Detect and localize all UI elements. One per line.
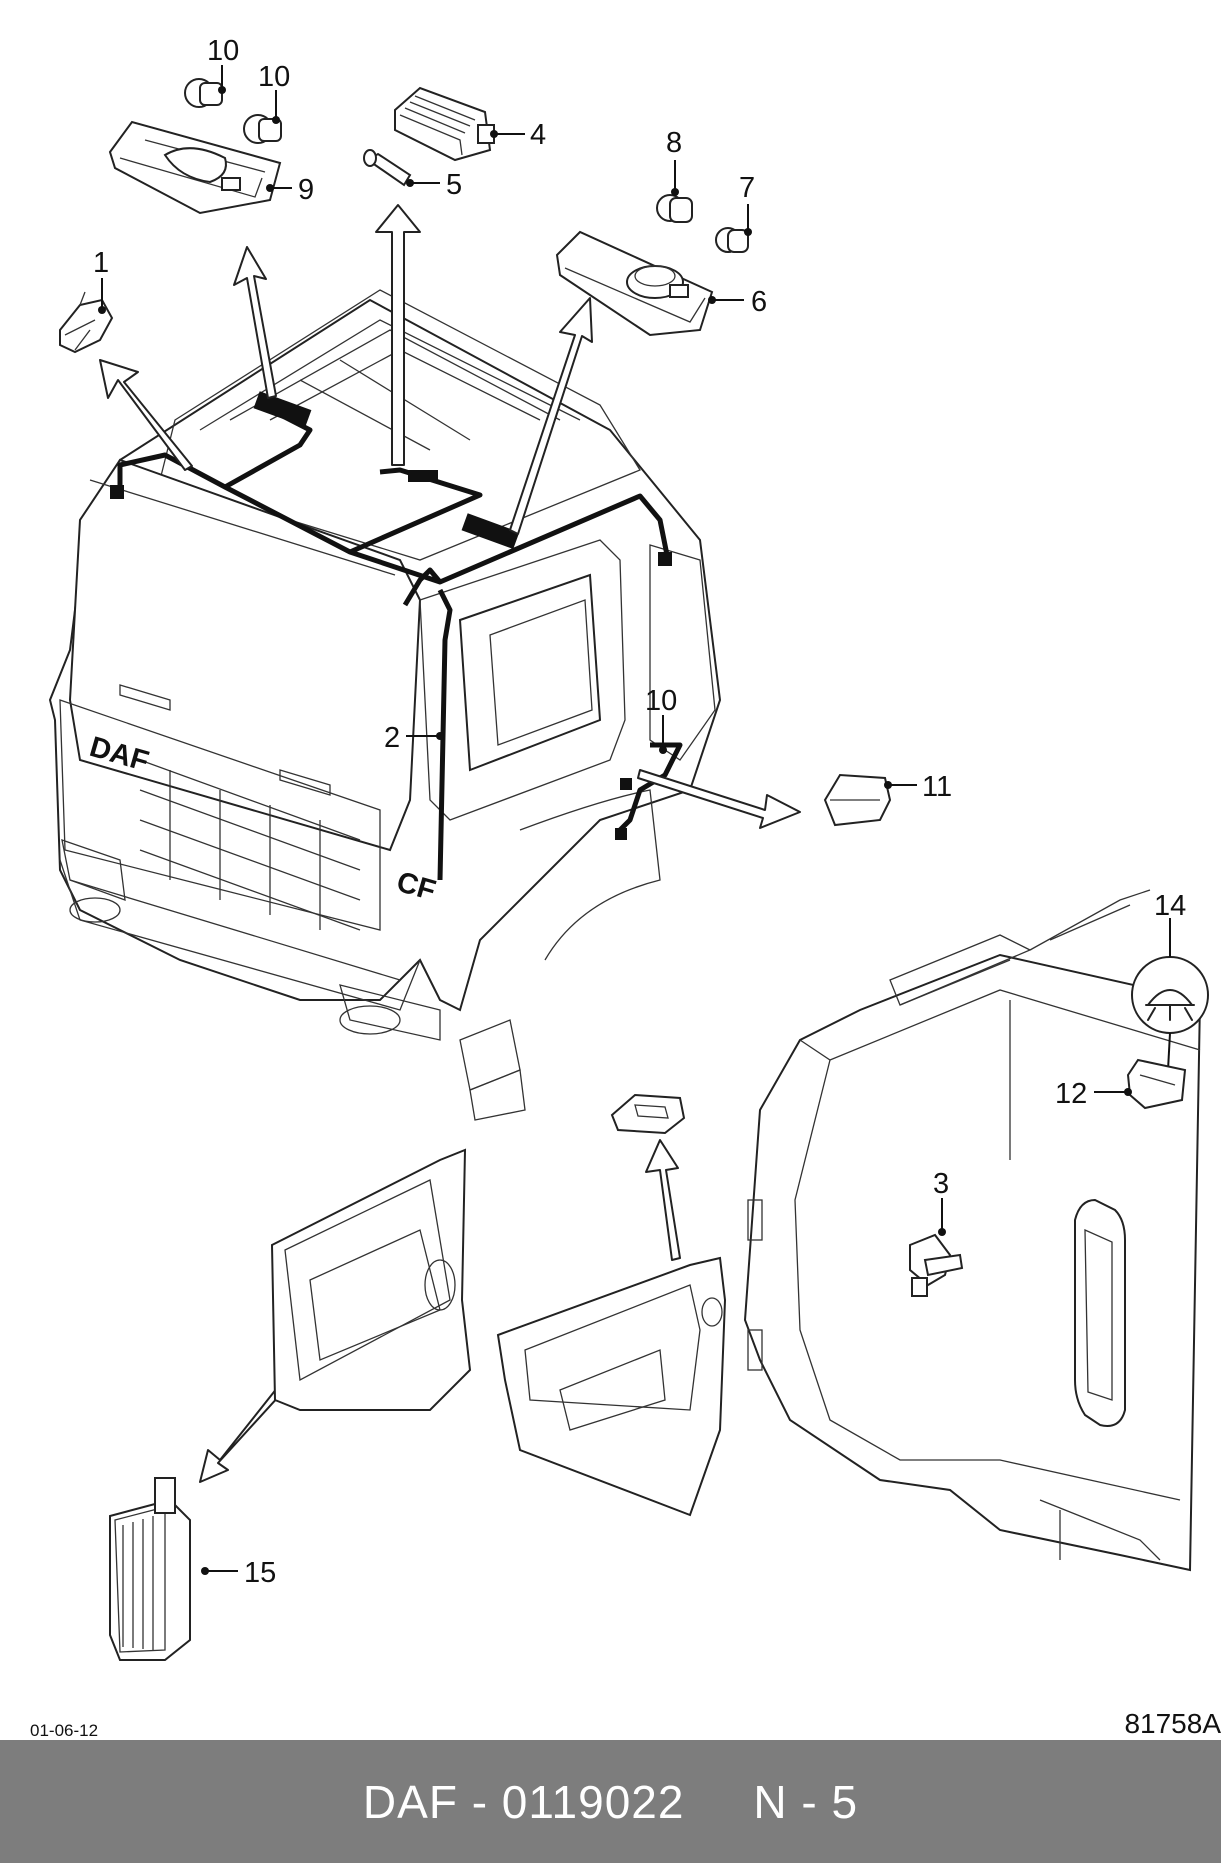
callout-10b: 10	[258, 61, 290, 93]
part-15-lamp	[109, 1477, 191, 1661]
date-code: 01-06-12	[30, 1721, 99, 1740]
callout-1: 1	[93, 247, 109, 279]
part-9-interior-lamp	[108, 120, 282, 215]
callout-9: 9	[298, 174, 314, 206]
part-10-bulb-b	[243, 114, 282, 144]
roof-connector	[408, 470, 438, 482]
part-4-lamp	[394, 86, 495, 162]
callout-5: 5	[446, 169, 462, 201]
callout-12: 11	[922, 771, 952, 803]
part-14-symbol	[1131, 918, 1209, 1071]
part-13-lamp	[1126, 1058, 1187, 1110]
door-trim-panel-left	[270, 1148, 472, 1411]
callout-10a: 10	[207, 35, 239, 67]
footer-text: DAF - 0119022 N - 5	[362, 1775, 859, 1828]
callout-15: 15	[244, 1557, 276, 1589]
callout-2: 2	[384, 722, 400, 754]
roof-connector	[461, 513, 520, 550]
door-pad-switch	[610, 1093, 686, 1135]
callout-3: 3	[933, 1168, 949, 1200]
roof-connector	[253, 391, 312, 428]
diagram-canvas: DAF CF	[30, 35, 1221, 1740]
part-1-sensor	[59, 291, 114, 354]
part-3-door-switch	[909, 1233, 964, 1297]
callout-14: 14	[1154, 890, 1186, 922]
callout-8: 8	[666, 127, 682, 159]
callout-6: 6	[751, 286, 767, 318]
truck-cab: DAF CF	[48, 289, 722, 1121]
door-interior	[743, 889, 1202, 1572]
door-trim-panel-center	[496, 1256, 727, 1517]
part-12-switch	[823, 773, 892, 827]
footer-bar: DAF - 0119022 N - 5	[0, 1740, 1221, 1863]
callout-4: 4	[530, 119, 546, 151]
figure-code: 81758A	[1124, 1708, 1221, 1739]
callout-labels: 10 10 4 5 9 8 7 6 1 2	[93, 35, 1186, 1589]
callout-7: 7	[739, 172, 755, 204]
part-5-festoon-bulb	[363, 149, 412, 187]
part-8-bulb	[656, 194, 693, 223]
callout-13: 12	[1055, 1078, 1087, 1110]
part-7-bulb	[715, 227, 749, 253]
part-10-bulb-a	[184, 78, 223, 108]
parts-diagram: DAF CF	[48, 35, 1209, 1661]
part-6-reading-lamp	[555, 230, 714, 337]
callout-11: 10	[645, 685, 677, 717]
